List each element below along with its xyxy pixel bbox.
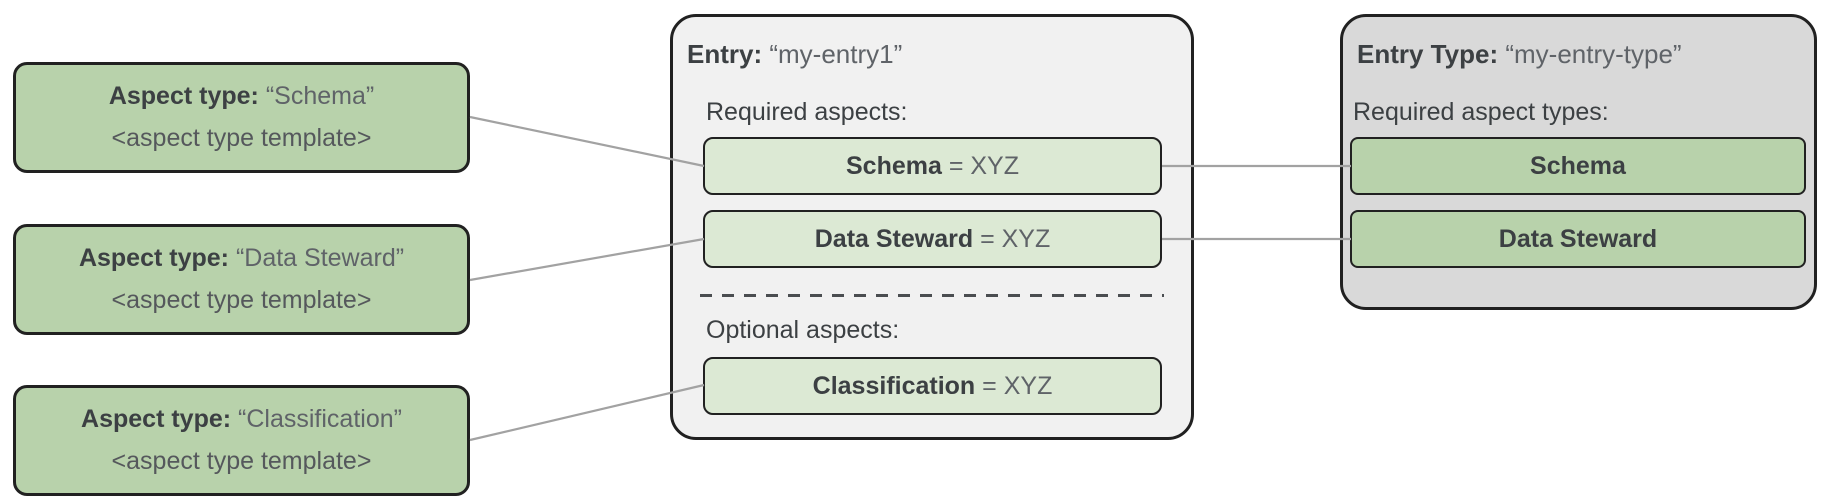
aspect-type-card-title: Aspect type: “Classification”	[81, 405, 402, 434]
optional-aspects-heading: Optional aspects:	[706, 316, 900, 344]
entry-type-title-label: Entry Type:	[1357, 39, 1499, 69]
entry-title-label: Entry:	[687, 39, 763, 69]
aspect-value: = XYZ	[982, 371, 1053, 400]
entry-panel-title: Entry: “my-entry1”	[687, 39, 902, 70]
required-aspect-row-data-steward: Data Steward = XYZ	[703, 210, 1162, 268]
aspect-type-label: Aspect type:	[81, 405, 232, 433]
connector-line-data-steward-card-to-entry	[469, 237, 705, 282]
entry-type-panel: Entry Type: “my-entry-type” Required asp…	[1340, 14, 1817, 310]
aspect-type-card-schema: Aspect type: “Schema” <aspect type templ…	[13, 62, 470, 173]
required-aspect-types-heading: Required aspect types:	[1353, 98, 1609, 126]
aspect-name: Data Steward	[814, 224, 974, 253]
aspect-type-card-title: Aspect type: “Schema”	[109, 82, 374, 111]
required-aspect-type-row-data-steward: Data Steward	[1350, 210, 1806, 268]
aspect-type-name: “Data Steward”	[235, 244, 405, 272]
required-aspects-heading: Required aspects:	[706, 98, 908, 126]
aspect-name: Schema	[845, 151, 942, 180]
connector-line-schema-card-to-entry	[469, 115, 705, 168]
connector-line-classification-card-to-entry	[469, 383, 705, 442]
aspect-type-label: Aspect type:	[78, 244, 229, 272]
aspect-type-template: <aspect type template>	[111, 447, 372, 475]
entry-panel: Entry: “my-entry1” Required aspects: Sch…	[670, 14, 1194, 440]
aspect-type-card-classification: Aspect type: “Classification” <aspect ty…	[13, 385, 470, 496]
optional-aspect-row-classification: Classification = XYZ	[703, 357, 1162, 415]
entry-type-title-value: “my-entry-type”	[1505, 39, 1682, 69]
entry-title-value: “my-entry1”	[769, 39, 903, 69]
required-aspect-type-row-schema: Schema	[1350, 137, 1806, 195]
aspect-type-label: Aspect type:	[108, 82, 259, 110]
aspect-type-name: “Classification”	[238, 405, 402, 433]
aspect-type-card-data-steward: Aspect type: “Data Steward” <aspect type…	[13, 224, 470, 335]
aspect-value: = XYZ	[948, 151, 1019, 180]
entry-type-panel-title: Entry Type: “my-entry-type”	[1357, 39, 1682, 70]
aspect-value: = XYZ	[980, 224, 1051, 253]
aspect-name: Classification	[812, 371, 976, 400]
aspect-type-template: <aspect type template>	[111, 286, 372, 314]
required-aspect-row-schema: Schema = XYZ	[703, 137, 1162, 195]
aspect-type-card-title: Aspect type: “Data Steward”	[79, 244, 404, 273]
aspect-type-template: <aspect type template>	[111, 124, 372, 152]
required-optional-divider	[700, 294, 1164, 297]
aspect-type-name: “Schema”	[265, 82, 375, 110]
